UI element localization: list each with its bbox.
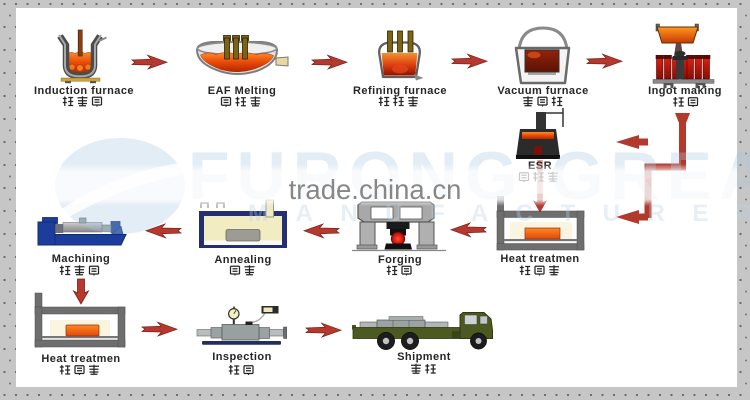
- svg-text:Refining furnace: Refining furnace: [353, 85, 447, 97]
- svg-text:Inspection: Inspection: [212, 351, 272, 363]
- svg-text:Forging: Forging: [378, 254, 422, 266]
- svg-text:Heat treatmen: Heat treatmen: [500, 253, 579, 265]
- svg-text:Ingot making: Ingot making: [648, 85, 722, 97]
- svg-text:Vacuum furnace: Vacuum furnace: [497, 85, 588, 97]
- svg-text:Annealing: Annealing: [214, 254, 271, 266]
- svg-text:Heat treatmen: Heat treatmen: [41, 353, 120, 365]
- svg-text:trade.china.cn: trade.china.cn: [289, 174, 462, 205]
- svg-text:Machining: Machining: [52, 253, 110, 265]
- svg-text:EAF Melting: EAF Melting: [208, 85, 277, 97]
- svg-text:Shipment: Shipment: [397, 351, 451, 363]
- svg-text:Induction furnace: Induction furnace: [34, 85, 134, 97]
